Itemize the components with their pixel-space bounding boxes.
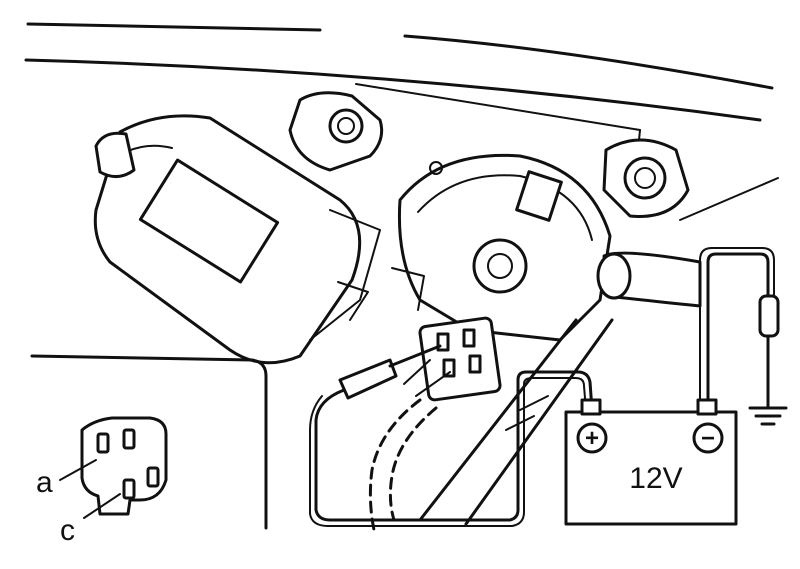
wiper-motor [93,114,381,365]
terminal-c-label: c [60,514,75,547]
terminal-slot-4 [146,466,160,488]
terminal-slot-3 [122,478,136,500]
test-leads [338,344,442,532]
battery-negative-terminal [692,422,724,454]
wiring [309,247,780,527]
terminal-slot-1 [96,432,110,454]
battery-negative-label: − [701,425,715,452]
battery-positive-label: + [585,425,599,452]
motor-label-plate [138,158,280,284]
battery: + − 12V [564,398,738,526]
battery-positive-post [580,398,602,416]
motor-connector [403,316,502,402]
terminal-slot-2 [122,428,136,450]
gear-shaft [472,238,528,294]
connector-detail-inset: a c [30,354,268,547]
bolt-left [328,108,364,144]
ground-symbol [748,406,788,426]
bolt-right [623,156,667,200]
gearbox-housing [391,153,612,342]
mounting-bracket [288,91,690,218]
gear-cover-tab [515,170,563,222]
battery-voltage-label: 12V [629,462,682,495]
battery-positive-terminal [576,422,608,454]
terminal-a-label: a [36,466,53,499]
inline-fuse [758,294,780,338]
battery-negative-post [696,398,718,416]
wiper-linkage-arm [418,251,702,526]
